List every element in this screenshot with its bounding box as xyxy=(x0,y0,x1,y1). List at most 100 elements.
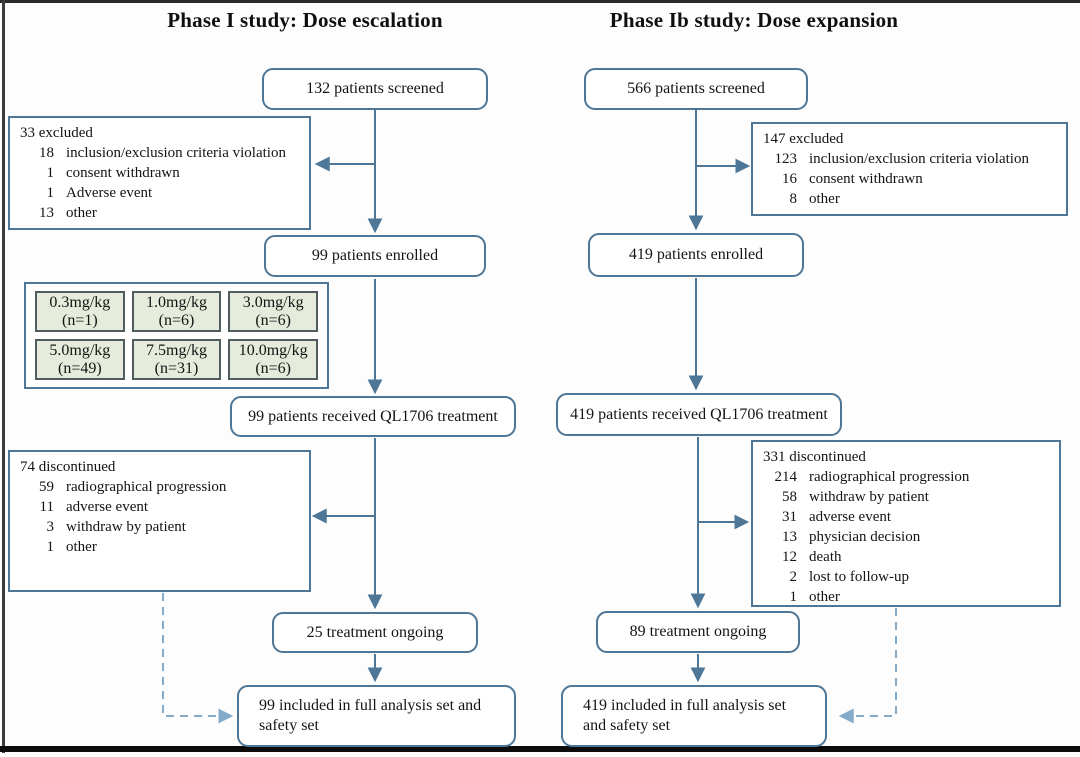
item-label: Adverse event xyxy=(66,185,153,201)
phase1-treatment-box: 99 patients received QL1706 treatment xyxy=(230,396,516,437)
phase1-ongoing-box: 25 treatment ongoing xyxy=(272,612,478,653)
phase1b-final-label: 419 included in full analysis set and sa… xyxy=(583,697,787,734)
item-count: 11 xyxy=(39,499,54,515)
frame-left-edge xyxy=(2,0,5,753)
list-item: 13 physician decision xyxy=(763,527,1053,547)
dose-level: 3.0mg/kg xyxy=(242,293,304,311)
item-count: 1 xyxy=(789,589,798,605)
item-label: adverse event xyxy=(809,509,892,525)
phase1-excluded-box: 33 excluded 18 inclusion/exclusion crite… xyxy=(8,116,311,230)
item-count: 16 xyxy=(782,171,797,187)
phase1-enrolled-box: 99 patients enrolled xyxy=(264,235,486,277)
dose-n: (n=6) xyxy=(158,311,195,329)
list-item: 13 other xyxy=(20,203,303,223)
dose-n: (n=6) xyxy=(255,311,291,329)
phase1-discontinued-header: 74 discontinued xyxy=(20,459,116,475)
dose-cell: 5.0mg/kg (n=49) xyxy=(35,339,125,380)
item-count: 123 xyxy=(774,151,798,167)
item-count: 13 xyxy=(782,529,797,545)
list-item: 214 radiographical progression xyxy=(763,467,1053,487)
dose-level: 0.3mg/kg xyxy=(49,293,111,311)
item-count: 1 xyxy=(46,165,55,181)
item-label: radiographical progression xyxy=(809,469,970,485)
dose-cell: 3.0mg/kg (n=6) xyxy=(228,291,318,332)
frame-top-edge xyxy=(0,0,1080,3)
dose-cell: 1.0mg/kg (n=6) xyxy=(131,291,222,332)
list-item: 11 adverse event xyxy=(20,497,303,517)
dashed-arrow-left-discontinued-to-final xyxy=(162,593,234,724)
list-item: 12 death xyxy=(763,547,1053,567)
dose-cell: 0.3mg/kg (n=1) xyxy=(35,291,125,332)
frame-bottom-edge xyxy=(0,746,1080,752)
phase1-excluded-header: 33 excluded xyxy=(20,125,93,141)
item-count: 13 xyxy=(39,205,54,221)
item-label: consent withdrawn xyxy=(809,171,923,187)
list-item: 123 inclusion/exclusion criteria violati… xyxy=(763,149,1060,169)
list-item: 18 inclusion/exclusion criteria violatio… xyxy=(20,143,303,163)
item-count: 1 xyxy=(46,539,55,555)
item-label: other xyxy=(66,539,97,555)
phase1b-excluded-box: 147 excluded 123 inclusion/exclusion cri… xyxy=(751,122,1068,216)
item-label: radiographical progression xyxy=(66,479,227,495)
item-label: death xyxy=(809,549,842,565)
dose-cell: 10.0mg/kg (n=6) xyxy=(228,339,318,380)
list-item: 58 withdraw by patient xyxy=(763,487,1053,507)
dose-level: 1.0mg/kg xyxy=(146,293,207,311)
list-item: 1 other xyxy=(20,537,303,557)
item-label: inclusion/exclusion criteria violation xyxy=(66,145,286,161)
list-item: 8 other xyxy=(763,189,1060,209)
item-label: physician decision xyxy=(809,529,921,545)
phase1-discontinued-box: 74 discontinued 59 radiographical progre… xyxy=(8,450,311,592)
phase1-treatment-label: 99 patients received QL1706 treatment xyxy=(248,407,498,425)
phase1b-screened-label: 566 patients screened xyxy=(627,80,765,97)
item-label: other xyxy=(66,205,97,221)
dose-n: (n=6) xyxy=(255,359,291,377)
list-item: 1 Adverse event xyxy=(20,183,303,203)
dose-level: 10.0mg/kg xyxy=(238,341,308,359)
phase1b-ongoing-box: 89 treatment ongoing xyxy=(596,611,800,653)
phase1-enrolled-label: 99 patients enrolled xyxy=(311,247,439,264)
phase1-screened-box: 132 patients screened xyxy=(262,68,488,110)
item-label: withdraw by patient xyxy=(809,489,929,505)
item-label: withdraw by patient xyxy=(66,519,186,535)
item-count: 18 xyxy=(39,145,54,161)
phase1b-screened-box: 566 patients screened xyxy=(584,68,808,110)
item-label: lost to follow-up xyxy=(809,569,909,585)
phase1b-title: Phase Ib study: Dose expansion xyxy=(609,8,899,32)
dose-n: (n=49) xyxy=(57,359,102,377)
phase1b-treatment-box: 419 patients received QL1706 treatment xyxy=(556,393,842,436)
item-label: inclusion/exclusion criteria violation xyxy=(809,151,1029,167)
dose-n: (n=1) xyxy=(61,311,98,329)
phase1b-discontinued-header: 331 discontinued xyxy=(763,449,866,465)
list-item: 2 lost to follow-up xyxy=(763,567,1053,587)
list-item: 59 radiographical progression xyxy=(20,477,303,497)
item-count: 12 xyxy=(782,549,797,565)
item-label: other xyxy=(809,589,840,605)
phase1-ongoing-label: 25 treatment ongoing xyxy=(306,623,444,641)
item-count: 59 xyxy=(39,479,54,495)
phase1b-enrolled-label: 419 patients enrolled xyxy=(628,246,764,263)
dose-n: (n=31) xyxy=(154,359,199,377)
phase1b-excluded-header: 147 excluded xyxy=(763,131,844,147)
list-item: 31 adverse event xyxy=(763,507,1053,527)
dashed-arrow-right-discontinued-to-final xyxy=(838,608,897,724)
phase1b-treatment-label: 419 patients received QL1706 treatment xyxy=(570,405,828,423)
phase1-title: Phase I study: Dose escalation xyxy=(167,8,443,32)
item-count: 58 xyxy=(782,489,797,505)
item-label: consent withdrawn xyxy=(66,165,180,181)
item-count: 1 xyxy=(46,185,55,201)
list-item: 1 consent withdrawn xyxy=(20,163,303,183)
dose-cell: 7.5mg/kg (n=31) xyxy=(131,339,222,380)
dose-level: 7.5mg/kg xyxy=(146,341,207,359)
list-item: 3 withdraw by patient xyxy=(20,517,303,537)
list-item: 16 consent withdrawn xyxy=(763,169,1060,189)
dose-level: 5.0mg/kg xyxy=(49,341,111,359)
phase1-final-box: 99 included in full analysis set and saf… xyxy=(237,685,516,747)
phase1-screened-label: 132 patients screened xyxy=(306,80,444,97)
item-label: adverse event xyxy=(66,499,149,515)
item-count: 8 xyxy=(789,191,798,207)
item-count: 214 xyxy=(774,469,798,485)
list-item: 1 other xyxy=(763,587,1053,607)
phase1-dose-grid: 0.3mg/kg (n=1) 1.0mg/kg (n=6) 3.0mg/kg (… xyxy=(24,282,329,389)
